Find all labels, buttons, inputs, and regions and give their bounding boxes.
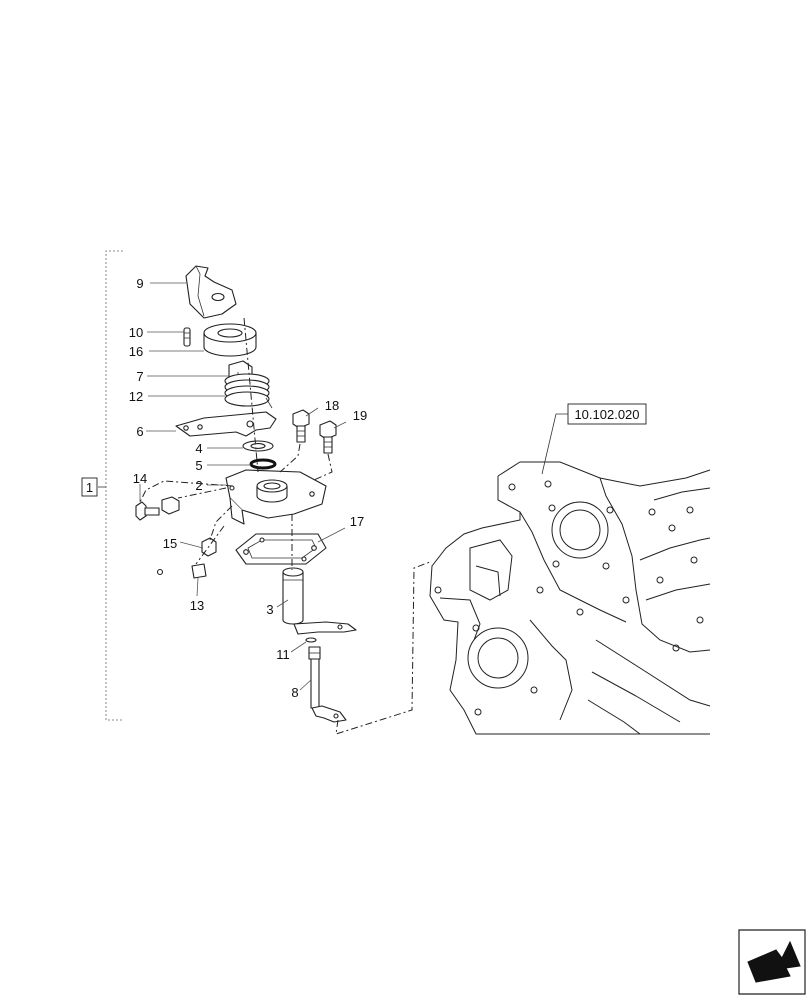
leader-lines	[139, 282, 347, 691]
callout-3[interactable]: 3	[266, 602, 273, 617]
callout-labels: 9 10 16 7 12 6 4 5 2 18 19 14 15 13 17 3…	[129, 276, 367, 700]
group-bracket: 1	[81, 250, 123, 721]
callout-2[interactable]: 2	[195, 478, 202, 493]
callout-19[interactable]: 19	[353, 408, 367, 423]
callout-9[interactable]: 9	[136, 276, 143, 291]
part-18-bolt	[292, 409, 310, 443]
callout-5[interactable]: 5	[195, 458, 202, 473]
callout-10[interactable]: 10	[129, 325, 143, 340]
part-2-housing	[225, 469, 327, 525]
gear-housing	[429, 461, 711, 735]
callout-6[interactable]: 6	[136, 424, 143, 439]
reference-callout[interactable]: 10.102.020	[541, 403, 647, 475]
next-page-arrow-icon[interactable]	[738, 929, 806, 995]
callout-15[interactable]: 15	[163, 536, 177, 551]
part-11-clip	[305, 637, 317, 643]
part-12-spring	[224, 373, 273, 409]
part-10-pin	[183, 327, 191, 347]
part-15-nut	[161, 496, 180, 515]
callout-16[interactable]: 16	[129, 344, 143, 359]
part-8-shaft	[308, 646, 347, 723]
callout-11[interactable]: 11	[276, 647, 290, 662]
part-4-washer	[242, 440, 274, 452]
part-14-screw	[135, 501, 160, 521]
group-number-box[interactable]	[81, 477, 98, 497]
callout-12[interactable]: 12	[129, 389, 143, 404]
callout-14[interactable]: 14	[133, 471, 147, 486]
callout-7[interactable]: 7	[136, 369, 143, 384]
part-16-collar	[203, 323, 257, 357]
reference-label: 10.102.020	[574, 407, 639, 422]
assembly-lines	[139, 317, 431, 735]
part-3-shaft	[282, 567, 357, 635]
part-5-ring	[249, 458, 277, 470]
callout-13[interactable]: 13	[190, 598, 204, 613]
part-17-gasket	[235, 533, 327, 565]
part-19-bolt	[319, 420, 337, 454]
callout-4[interactable]: 4	[195, 441, 202, 456]
part-6-lever	[175, 411, 277, 437]
callout-18[interactable]: 18	[325, 398, 339, 413]
group-number: 1	[86, 480, 93, 495]
part-9-bracket	[185, 265, 237, 319]
callout-8[interactable]: 8	[291, 685, 298, 700]
callout-17[interactable]: 17	[350, 514, 364, 529]
